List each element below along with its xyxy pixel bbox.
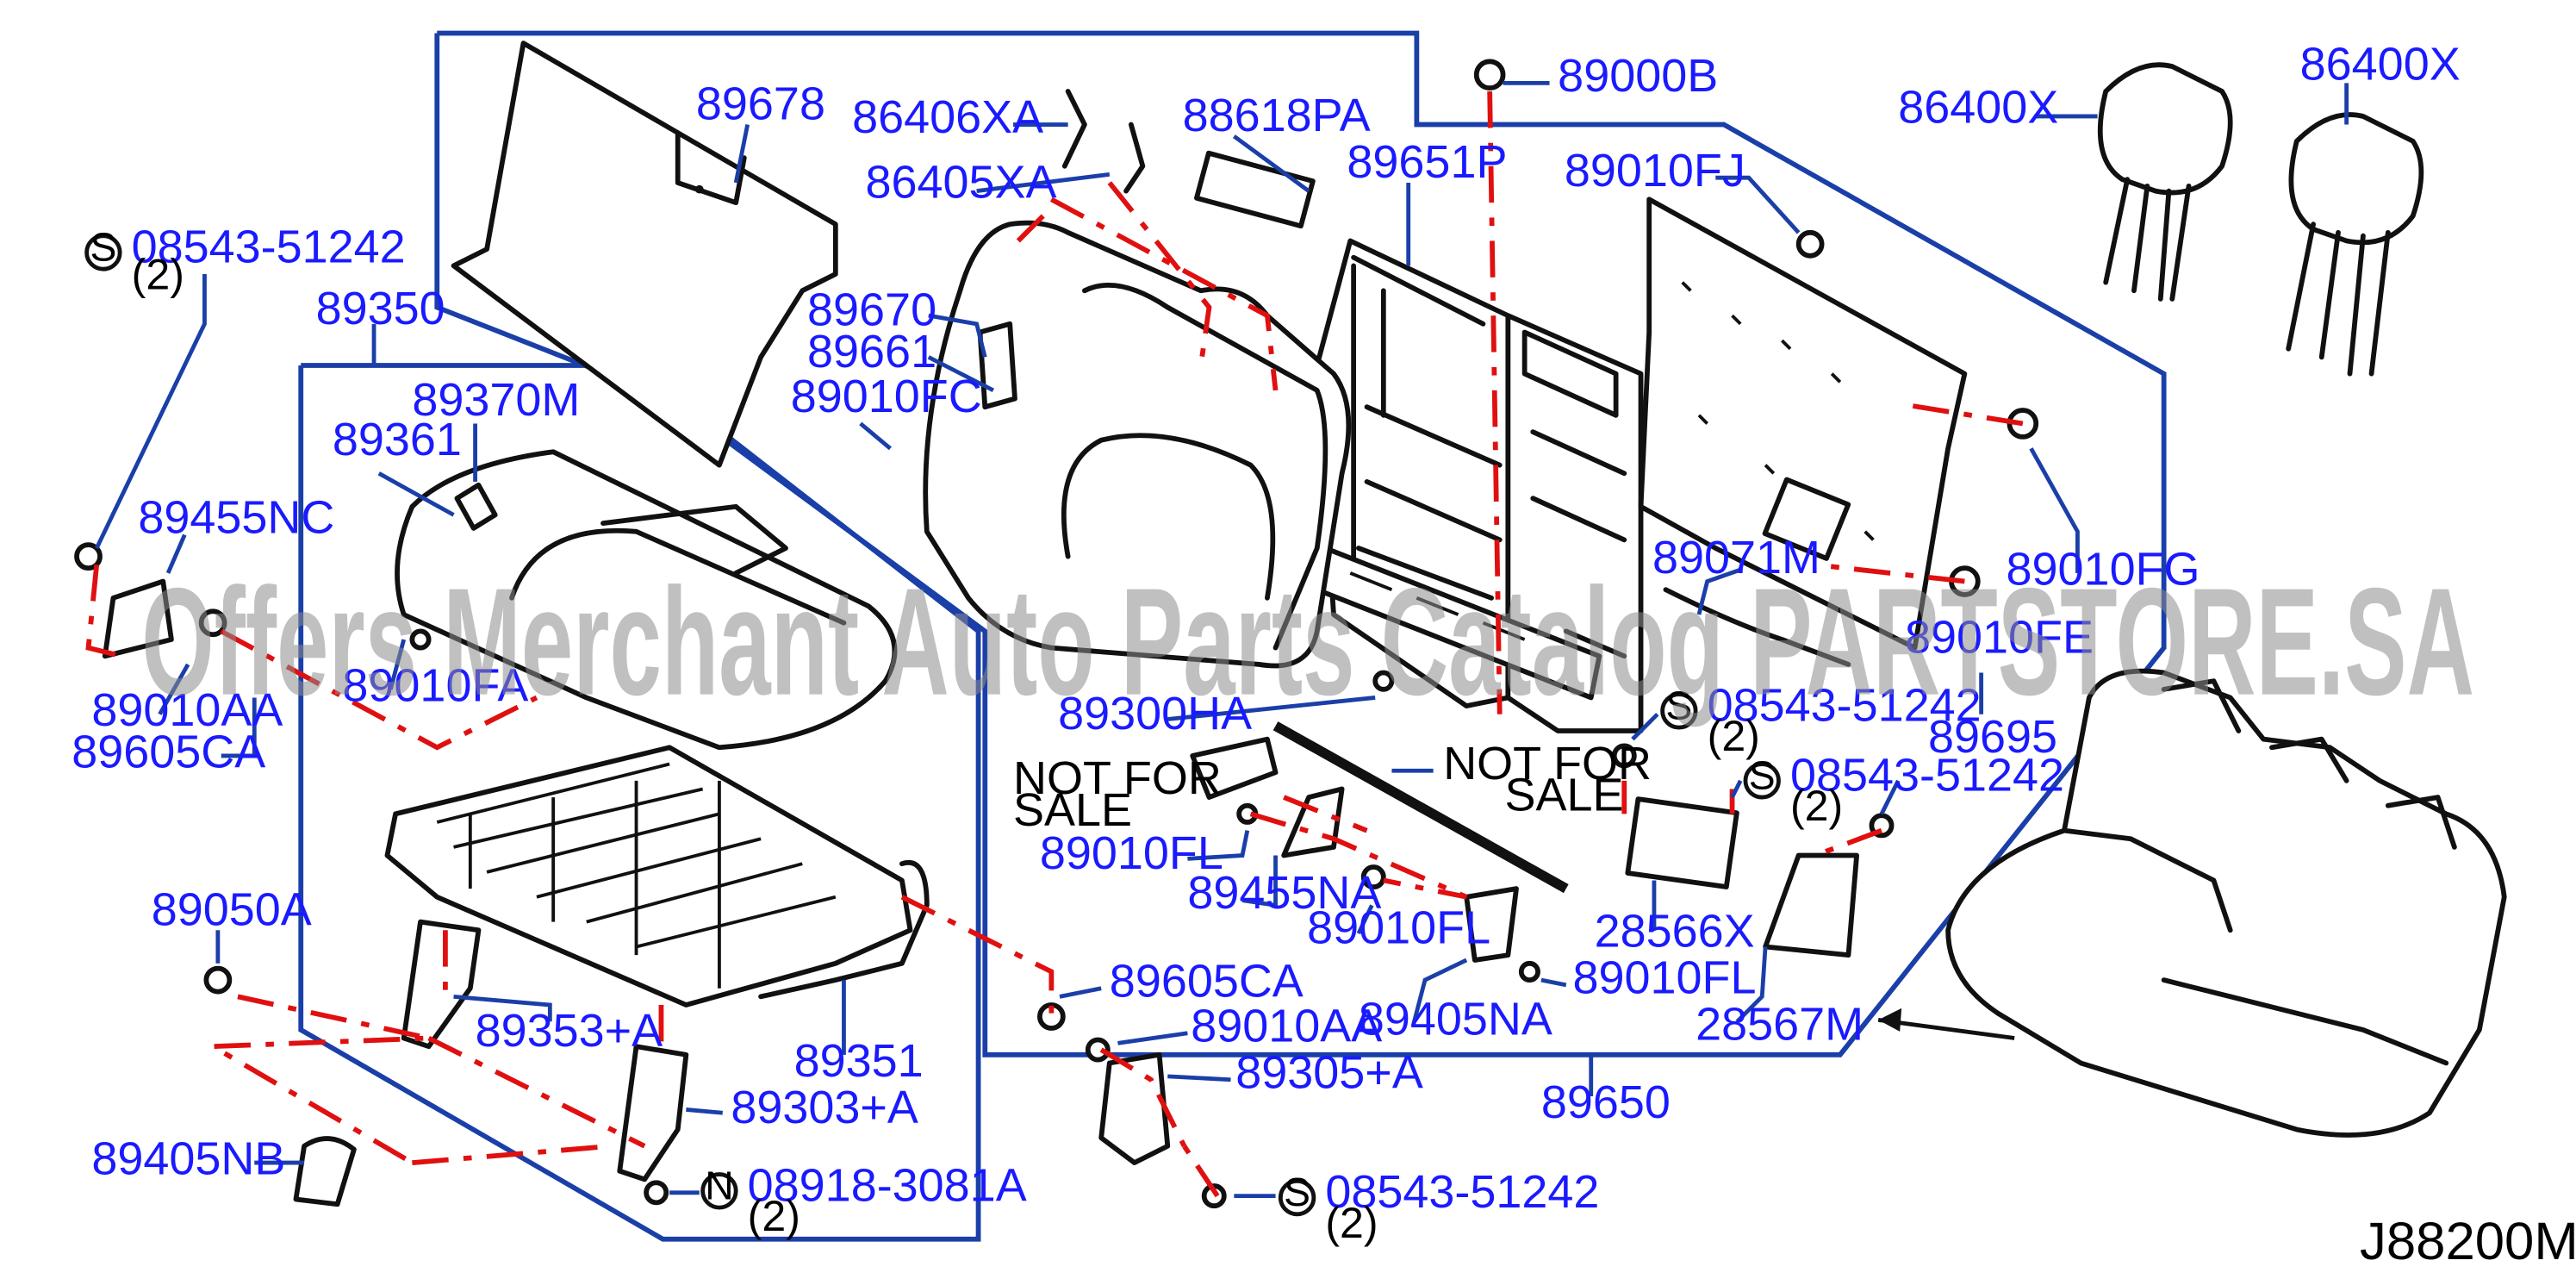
label-89351: 89351 bbox=[794, 1035, 924, 1087]
label-89370M: 89370M bbox=[412, 374, 580, 426]
label-89405NB: 89405NB bbox=[91, 1133, 285, 1185]
svg-text:08543-51242: 08543-51242 bbox=[1790, 749, 2064, 801]
svg-text:S: S bbox=[90, 225, 116, 270]
label-89010FL-b: 89010FL bbox=[1307, 902, 1490, 954]
fasteners bbox=[74, 59, 2039, 1209]
label-89651P: 89651P bbox=[1347, 136, 1507, 188]
label-89361: 89361 bbox=[333, 414, 462, 465]
svg-text:08543-51242: 08543-51242 bbox=[1708, 679, 1982, 731]
svg-text:(2): (2) bbox=[1325, 1199, 1378, 1247]
nut-callout: N 08918-3081A (2) bbox=[700, 1159, 1027, 1240]
finisher-strip bbox=[1272, 721, 1569, 894]
label-28567M: 28567M bbox=[1696, 998, 1864, 1050]
label-89050A: 89050A bbox=[152, 883, 312, 935]
label-89010AA-right: 89010AA bbox=[1191, 1000, 1382, 1051]
label-28566X: 28566X bbox=[1595, 906, 1755, 958]
label-89455NC: 89455NC bbox=[138, 492, 334, 544]
screw-callout-bottom: S 08543-51242 (2) bbox=[1278, 1166, 1599, 1247]
label-89353A: 89353+A bbox=[476, 1005, 663, 1057]
label-89350: 89350 bbox=[316, 283, 445, 334]
svg-text:N: N bbox=[705, 1163, 733, 1207]
label-89010FA: 89010FA bbox=[342, 659, 528, 711]
label-89678: 89678 bbox=[696, 78, 825, 130]
screw-callout-topleft: S 08543-51242 (2) bbox=[84, 221, 406, 298]
seatback-cushion bbox=[923, 220, 1352, 669]
label-89010FL-c: 89010FL bbox=[1573, 952, 1757, 1004]
watermark-text: Offers Merchant Auto Parts Catalog PARTS… bbox=[141, 556, 2474, 727]
label-89303A: 89303+A bbox=[731, 1082, 918, 1133]
svg-text:(2): (2) bbox=[1790, 782, 1843, 830]
not-for-sale-line1-a: NOT FOR bbox=[1013, 752, 1222, 804]
svg-text:(2): (2) bbox=[748, 1192, 800, 1240]
svg-text:S: S bbox=[1665, 683, 1692, 728]
symbol-callouts: S 08543-51242 (2) S 08543-51242 (2) S 08… bbox=[84, 221, 2064, 1247]
label-86405XA: 86405XA bbox=[866, 156, 1057, 208]
label-89010FG: 89010FG bbox=[2007, 543, 2200, 595]
label-89661: 89661 bbox=[807, 326, 936, 377]
label-89300HA: 89300HA bbox=[1058, 688, 1252, 739]
svg-text:08543-51242: 08543-51242 bbox=[1325, 1166, 1599, 1218]
not-for-sale-line2-a: SALE bbox=[1013, 784, 1132, 836]
label-89305A: 89305+A bbox=[1235, 1046, 1423, 1098]
label-88618PA: 88618PA bbox=[1183, 90, 1371, 141]
label-89000B: 89000B bbox=[1558, 50, 1718, 102]
seat-cushion bbox=[395, 449, 898, 751]
label-89010FE: 89010FE bbox=[1905, 611, 2094, 663]
label-89010FJ: 89010FJ bbox=[1565, 145, 1745, 197]
label-89695: 89695 bbox=[1928, 711, 2057, 763]
label-86400X-left: 86400X bbox=[1898, 82, 2058, 134]
label-89010FC: 89010FC bbox=[791, 371, 982, 422]
screw-callout-center: S 08543-51242 (2) bbox=[1660, 679, 1982, 760]
part-labels: 89678 86406XA 86405XA 88618PA 89651P 890… bbox=[72, 39, 2460, 1185]
label-86406XA: 86406XA bbox=[852, 91, 1043, 143]
label-89010AA-left: 89010AA bbox=[91, 684, 283, 736]
not-for-sale-line1-b: NOT FOR bbox=[1443, 738, 1652, 789]
not-for-sale-line2-b: SALE bbox=[1505, 770, 1624, 821]
full-seat-assembly-view bbox=[1877, 668, 2507, 1138]
label-89650: 89650 bbox=[1541, 1076, 1671, 1128]
seatback-board bbox=[1638, 197, 1968, 651]
label-89010FL-a: 89010FL bbox=[1040, 827, 1223, 879]
screw-callout-right: S 08543-51242 (2) bbox=[1743, 749, 2064, 830]
trim-covers bbox=[102, 150, 1859, 1207]
label-89455NA: 89455NA bbox=[1187, 867, 1381, 919]
label-89670: 89670 bbox=[807, 284, 936, 336]
label-89071M: 89071M bbox=[1652, 532, 1820, 583]
hinge-brackets bbox=[401, 919, 1171, 1182]
not-for-sale-notes: NOT FOR SALE NOT FOR SALE bbox=[1013, 738, 1652, 836]
seatback-frame bbox=[1314, 238, 1644, 733]
headrest-right bbox=[2286, 112, 2424, 377]
leader-lines bbox=[95, 80, 2349, 1199]
label-89405NA: 89405NA bbox=[1359, 994, 1552, 1045]
svg-text:S: S bbox=[1284, 1170, 1310, 1214]
diagram-code: J88200MU bbox=[2360, 1212, 2576, 1271]
assembly-lines bbox=[85, 90, 2024, 1198]
headrest-left bbox=[2097, 62, 2233, 302]
svg-text:S: S bbox=[1749, 752, 1776, 797]
label-86400X-right: 86400X bbox=[2300, 39, 2461, 90]
label-89605CA-right: 89605CA bbox=[1110, 955, 1304, 1007]
svg-text:(2): (2) bbox=[1708, 712, 1760, 760]
svg-text:08918-3081A: 08918-3081A bbox=[748, 1159, 1027, 1211]
seat-cushion-frame bbox=[384, 745, 930, 1008]
svg-text:(2): (2) bbox=[132, 250, 184, 298]
seatback-cover-panel bbox=[451, 41, 838, 468]
svg-text:08543-51242: 08543-51242 bbox=[132, 221, 406, 273]
label-89605CA-left: 89605CA bbox=[72, 726, 265, 777]
